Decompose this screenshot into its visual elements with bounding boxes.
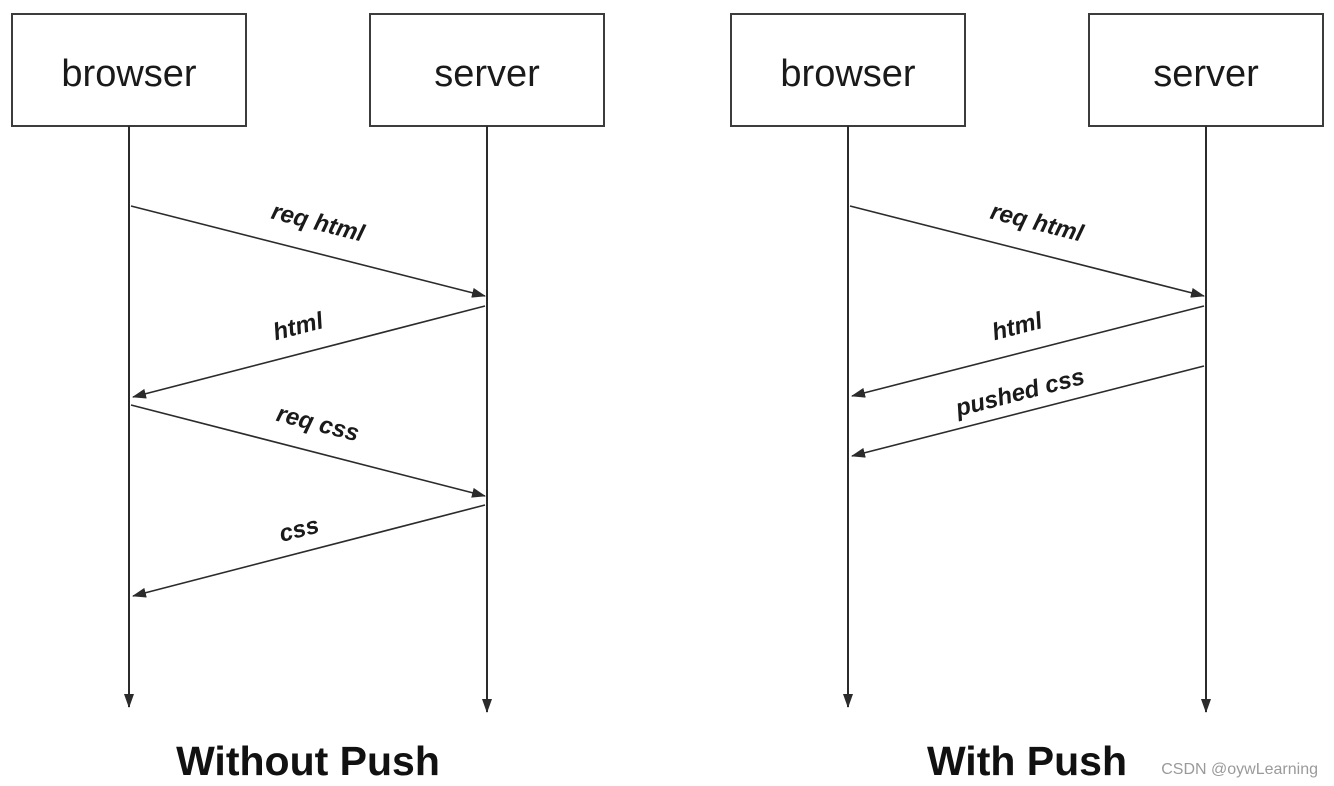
with-push-req-html-label: req html xyxy=(988,198,1088,248)
with-push-browser-label: browser xyxy=(780,53,915,95)
without-push-req-css-arrow xyxy=(130,404,486,498)
without-push-css-arrow xyxy=(132,504,486,598)
with-push-diagram: browser server req html html pushed css … xyxy=(730,13,1324,784)
with-push-server-box: server xyxy=(1088,13,1324,127)
without-push-server-box: server xyxy=(369,13,605,127)
without-push-req-html-label: req html xyxy=(269,198,369,248)
without-push-browser-label: browser xyxy=(61,53,196,95)
with-push-pushed-css-arrow xyxy=(851,365,1205,458)
with-push-req-html-arrow xyxy=(849,205,1205,298)
with-push-caption: With Push xyxy=(927,738,1127,784)
without-push-req-css-label: req css xyxy=(274,400,362,447)
without-push-caption: Without Push xyxy=(176,738,440,784)
with-push-html-arrow xyxy=(851,305,1205,398)
watermark-text: CSDN @oywLearning xyxy=(1161,761,1318,778)
with-push-html-label: html xyxy=(989,307,1046,346)
without-push-req-html-arrow xyxy=(130,205,486,298)
without-push-html-label: html xyxy=(270,307,327,346)
without-push-server-label: server xyxy=(434,53,540,95)
without-push-browser-box: browser xyxy=(11,13,247,127)
without-push-diagram: browser server req html html req css css… xyxy=(11,13,605,784)
without-push-css-label: css xyxy=(276,512,322,548)
with-push-browser-box: browser xyxy=(730,13,966,127)
with-push-server-label: server xyxy=(1153,53,1259,95)
without-push-html-arrow xyxy=(132,305,486,399)
